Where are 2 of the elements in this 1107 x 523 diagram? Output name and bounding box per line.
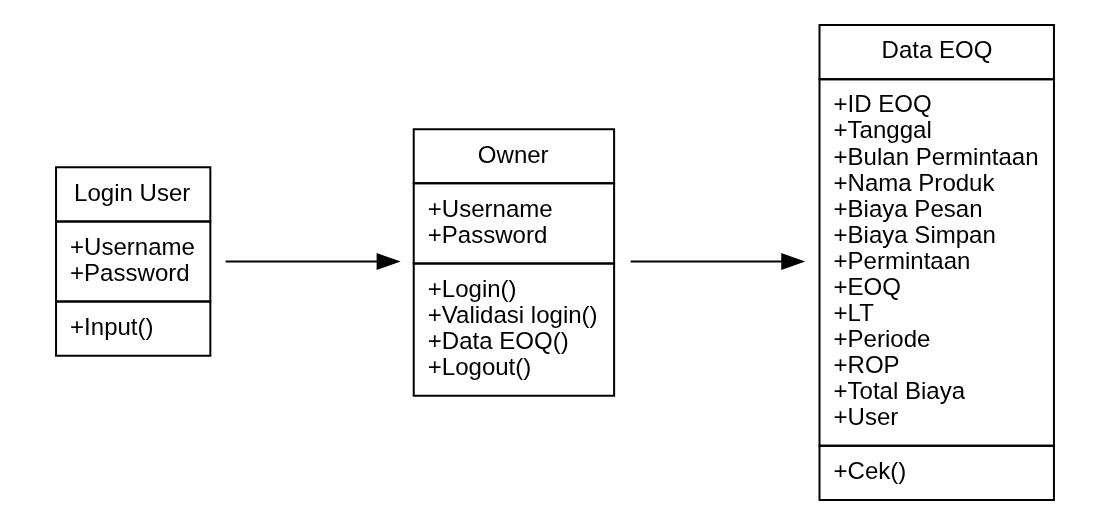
arrow (224, 253, 401, 270)
arrow (629, 253, 805, 270)
